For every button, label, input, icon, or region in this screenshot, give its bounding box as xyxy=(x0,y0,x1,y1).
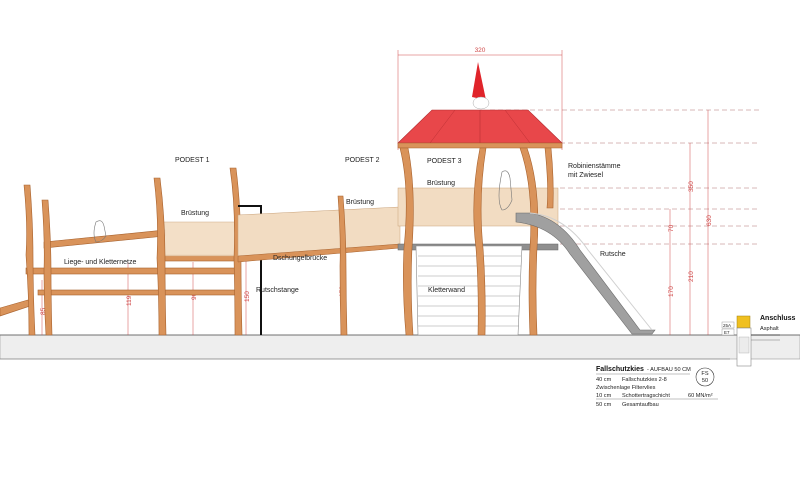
dschungelbruecke-structure xyxy=(237,195,401,336)
legend-row-3-text: Schottertragschicht xyxy=(622,393,670,399)
label-bruestung-podest2: Brüstung xyxy=(346,199,374,206)
dim-70: 70 xyxy=(668,224,675,232)
rutsche-structure xyxy=(515,212,656,335)
anschluss-code-top: 25A xyxy=(723,323,731,328)
podest1-structure xyxy=(23,167,262,336)
fs-badge xyxy=(695,367,715,387)
label-dschungelbruecke: Dschungelbrücke xyxy=(273,255,327,262)
dim-170-tower: 170 xyxy=(668,286,675,297)
legend-row-3-extra: 60 MN/m² xyxy=(688,393,713,399)
podest3-tower xyxy=(397,62,563,336)
dim-85: 85 xyxy=(40,307,47,315)
label-robinien-line1: Robinienstämme xyxy=(568,163,621,170)
legend-row-3-depth: 10 cm xyxy=(596,393,612,399)
label-robinien-line2: mit Zwiesel xyxy=(568,172,603,179)
dim-150: 150 xyxy=(244,291,251,302)
dim-210: 210 xyxy=(688,271,695,282)
legend-row-4-text: Gesamtaufbau xyxy=(622,402,659,408)
low-entry-ramp xyxy=(0,299,31,317)
dim-119: 119 xyxy=(126,295,133,306)
fs-badge-top: FS xyxy=(701,371,708,377)
dim-90: 90 xyxy=(191,292,198,300)
legend-title: Fallschutzkies xyxy=(596,366,644,373)
dim-630: 630 xyxy=(706,215,713,226)
label-bruestung-podest1: Brüstung xyxy=(181,210,209,217)
legend-row-1-text: Fallschutzkies 2-8 xyxy=(622,377,667,383)
ground xyxy=(0,334,800,360)
label-bruestung-podest3: Brüstung xyxy=(427,180,455,187)
legend-subtitle: - AUFBAU 50 CM xyxy=(647,367,691,373)
label-anschluss: Anschluss xyxy=(760,315,796,322)
label-kletterwand: Kletterwand xyxy=(428,287,465,294)
legend-row-1-depth: 40 cm xyxy=(596,377,612,383)
dim-width-top: 320 xyxy=(475,47,486,54)
fs-badge-bottom: 50 xyxy=(702,378,708,384)
anschluss-code-bottom: E7 xyxy=(724,330,730,335)
label-rutschstange: Rutschstange xyxy=(256,287,299,294)
child-figures xyxy=(93,170,513,243)
fallschutz-legend: Fallschutzkies - AUFBAU 50 CM 40 cm Fall… xyxy=(596,366,718,408)
label-liege-kletternetze: Liege- und Kletternetze xyxy=(64,259,136,266)
label-podest2: PODEST 2 xyxy=(345,157,380,164)
legend-row-2-text: Zwischenlage Filtervlies xyxy=(596,385,656,391)
reference-lines xyxy=(490,109,760,245)
label-podest1: PODEST 1 xyxy=(175,157,210,164)
label-podest3: PODEST 3 xyxy=(427,158,462,165)
label-asphalt: Asphalt xyxy=(760,326,779,332)
dim-350: 350 xyxy=(688,181,695,192)
legend-row-4-depth: 50 cm xyxy=(596,402,612,408)
label-rutsche: Rutsche xyxy=(600,251,626,258)
anschluss-detail xyxy=(721,315,780,367)
